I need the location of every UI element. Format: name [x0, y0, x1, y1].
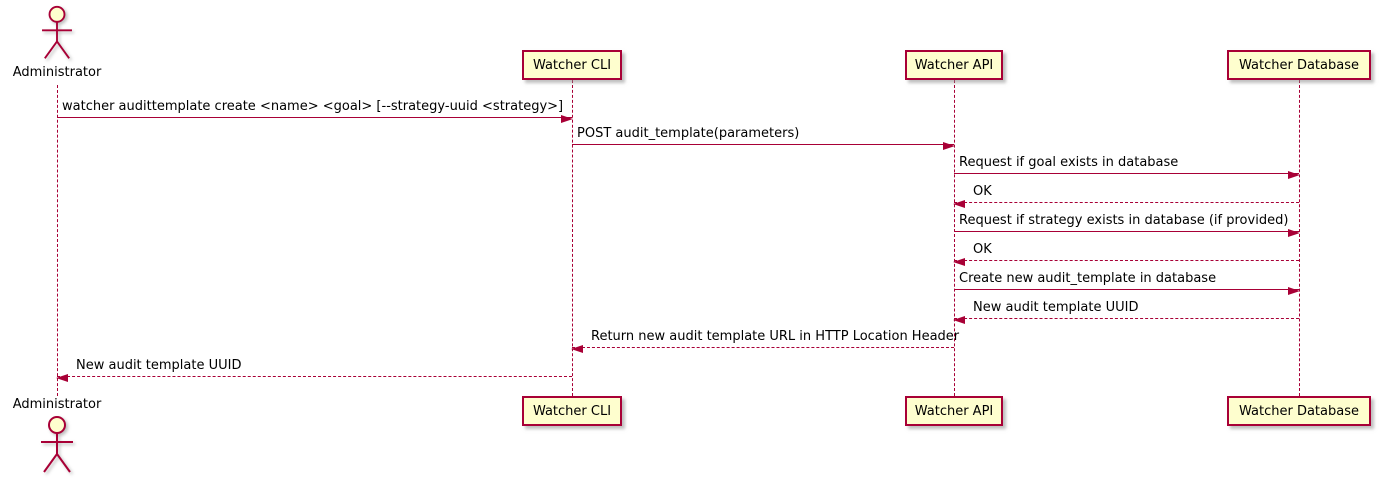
lifeline-watcher-cli — [572, 80, 573, 396]
participant-watcher-database-bottom: Watcher Database — [1227, 396, 1371, 426]
arrowhead-icon — [1288, 229, 1300, 237]
arrowhead-icon — [561, 115, 573, 123]
arrowhead-icon — [56, 374, 68, 382]
lifeline-administrator — [57, 85, 58, 396]
message-label: Create new audit_template in database — [959, 271, 1217, 286]
message-arrow — [953, 200, 1299, 208]
message-label: Request if goal exists in database — [959, 155, 1179, 170]
message-6: OK — [953, 242, 1299, 266]
message-label: OK — [973, 184, 992, 199]
message-arrow — [571, 345, 954, 353]
participant-watcher-api-bottom: Watcher API — [905, 396, 1003, 426]
participant-label: Watcher API — [914, 57, 994, 73]
message-label: New audit template UUID — [973, 300, 1139, 315]
lifeline-watcher-database — [1299, 80, 1300, 396]
arrowhead-icon — [953, 258, 965, 266]
message-7: Create new audit_template in database — [954, 271, 1300, 295]
participant-watcher-cli-top: Watcher CLI — [522, 50, 622, 80]
arrowhead-icon — [571, 345, 583, 353]
participant-label: Watcher API — [914, 403, 994, 419]
message-label: Return new audit template URL in HTTP Lo… — [591, 329, 960, 344]
arrowhead-icon — [1288, 287, 1300, 295]
participant-label: Watcher Database — [1239, 57, 1359, 73]
participant-watcher-api-top: Watcher API — [905, 50, 1003, 80]
message-10: New audit template UUID — [56, 358, 572, 382]
message-label: OK — [973, 242, 992, 257]
message-arrow — [954, 287, 1300, 295]
message-label: POST audit_template(parameters) — [577, 126, 800, 141]
arrowhead-icon — [943, 142, 955, 150]
message-label: New audit template UUID — [76, 358, 242, 373]
message-arrow — [953, 258, 1299, 266]
message-label: watcher audittemplate create <name> <goa… — [62, 99, 564, 114]
message-arrow — [56, 374, 572, 382]
participant-watcher-cli-bottom: Watcher CLI — [522, 396, 622, 426]
message-arrow — [954, 171, 1300, 179]
actor-icon — [42, 5, 72, 59]
message-4: OK — [953, 184, 1299, 208]
actor-label: Administrator — [12, 65, 102, 80]
arrowhead-icon — [1288, 171, 1300, 179]
message-arrow — [954, 229, 1300, 237]
message-8: New audit template UUID — [953, 300, 1299, 324]
lifeline-watcher-api — [954, 80, 955, 396]
participant-label: Watcher CLI — [532, 403, 612, 419]
message-arrow — [572, 142, 955, 150]
message-arrow — [953, 316, 1299, 324]
message-5: Request if strategy exists in database (… — [954, 213, 1300, 237]
message-label: Request if strategy exists in database (… — [959, 213, 1289, 228]
participant-label: Watcher Database — [1239, 403, 1359, 419]
actor-label: Administrator — [12, 397, 102, 412]
participant-watcher-database-top: Watcher Database — [1227, 50, 1371, 80]
message-3: Request if goal exists in database — [954, 155, 1300, 179]
message-2: POST audit_template(parameters) — [572, 126, 955, 150]
participant-label: Watcher CLI — [532, 57, 612, 73]
actor-icon — [41, 416, 73, 473]
message-1: watcher audittemplate create <name> <goa… — [57, 99, 573, 123]
message-arrow — [57, 115, 573, 123]
arrowhead-icon — [953, 316, 965, 324]
arrowhead-icon — [953, 200, 965, 208]
message-9: Return new audit template URL in HTTP Lo… — [571, 329, 959, 353]
